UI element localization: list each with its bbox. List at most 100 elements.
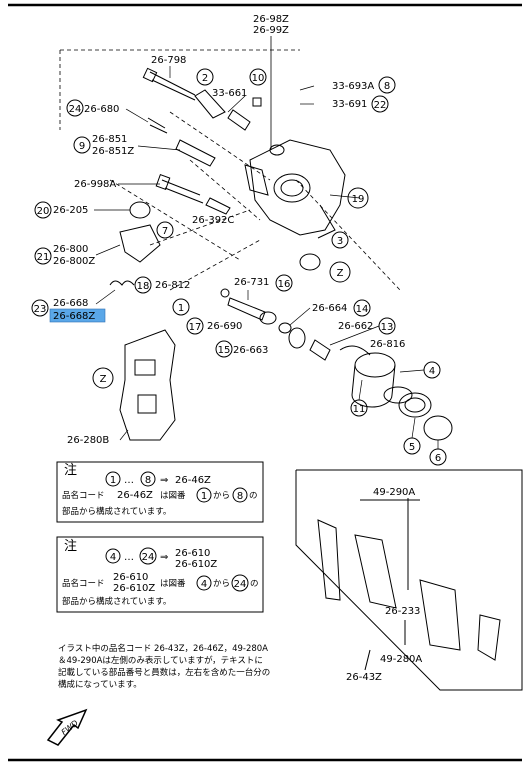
label-26-851: 26-851 bbox=[92, 134, 127, 145]
label-33-691: 33-691 bbox=[332, 99, 367, 110]
assembly-label-1: 26-98Z bbox=[253, 14, 289, 25]
label-26-663: 26-663 bbox=[233, 345, 268, 356]
callout-14: 14 bbox=[356, 304, 369, 315]
callout-circles bbox=[31, 68, 447, 466]
note1-range-from: 1 bbox=[110, 475, 116, 486]
caliper-body bbox=[244, 139, 346, 239]
footnote-line-2: ＆49-290Aは左側のみ表示していますが，テキストに bbox=[58, 655, 263, 666]
note1-line2c: から bbox=[213, 491, 230, 501]
label-26-668Z-highlight bbox=[49, 308, 106, 323]
note1-ref-to: 8 bbox=[237, 491, 243, 502]
callout-7: 7 bbox=[162, 226, 168, 237]
callout-15: 15 bbox=[218, 345, 231, 356]
callout-8: 8 bbox=[384, 81, 390, 92]
dashed-guides bbox=[59, 49, 401, 291]
note1-result: 26-46Z bbox=[175, 475, 211, 486]
label-26-998A: 26-998A bbox=[74, 179, 116, 190]
callout-16: 16 bbox=[278, 279, 291, 290]
label-26-43Z: 26-43Z bbox=[346, 672, 382, 683]
note2-line2-code1: 26-610 bbox=[113, 572, 148, 583]
callout-leaders bbox=[329, 325, 439, 449]
callout-3: 3 bbox=[337, 236, 343, 247]
callout-17: 17 bbox=[189, 322, 202, 333]
note1-arrow: ⇒ bbox=[160, 475, 168, 486]
note2-line3: 部品から構成されています。 bbox=[62, 596, 171, 607]
label-26-800Z: 26-800Z bbox=[53, 256, 95, 267]
label-26-662: 26-662 bbox=[338, 321, 373, 332]
callout-24: 24 bbox=[69, 104, 82, 115]
note2-result1: 26-610 bbox=[175, 548, 210, 559]
small-parts bbox=[109, 67, 371, 361]
label-26-668Z: 26-668Z bbox=[53, 311, 95, 322]
label-26-668: 26-668 bbox=[53, 298, 88, 309]
note2-range-to: 24 bbox=[142, 552, 155, 563]
label-26-664: 26-664 bbox=[312, 303, 347, 314]
note2-range-from: 4 bbox=[110, 552, 116, 563]
note2-line2a: 品名コード bbox=[62, 578, 105, 589]
note2-ref-to: 24 bbox=[234, 579, 247, 590]
note2-title: 注 bbox=[64, 539, 77, 554]
callout-13: 13 bbox=[381, 322, 394, 333]
label-49-290A: 49-290A bbox=[373, 487, 415, 498]
label-26-812: 26-812 bbox=[155, 280, 190, 291]
callout-20: 20 bbox=[37, 206, 50, 217]
label-26-680: 26-680 bbox=[84, 104, 119, 115]
note1-line3: 部品から構成されています。 bbox=[62, 506, 171, 517]
note1-range-sep: … bbox=[124, 475, 134, 486]
label-26-392C: 26-392C bbox=[192, 215, 234, 226]
footnote-line-4: 構成になっています。 bbox=[58, 679, 142, 690]
note1-line2d: の bbox=[249, 491, 258, 501]
note1-line2a: 品名コード bbox=[62, 490, 105, 501]
callout-6: 6 bbox=[435, 453, 441, 464]
label-33-693A: 33-693A bbox=[332, 81, 374, 92]
callout-9: 9 bbox=[79, 141, 85, 152]
label-26-816: 26-816 bbox=[370, 339, 405, 350]
callout-18: 18 bbox=[137, 281, 150, 292]
callout-4: 4 bbox=[429, 366, 435, 377]
note1-range-to: 8 bbox=[145, 475, 151, 486]
fwd-label: FWD bbox=[60, 718, 80, 737]
assembly-label-2: 26-99Z bbox=[253, 25, 289, 36]
note2-line2-code2: 26-610Z bbox=[113, 583, 155, 594]
callout-numbers: 2 10 8 22 24 9 20 7 21 18 23 1 17 15 16 … bbox=[34, 73, 442, 464]
leader-lines bbox=[94, 66, 361, 441]
label-26-233: 26-233 bbox=[385, 606, 420, 617]
callout-5: 5 bbox=[409, 442, 415, 453]
label-26-800: 26-800 bbox=[53, 244, 88, 255]
callout-z-2: Z bbox=[100, 374, 107, 385]
caliper-bracket bbox=[119, 329, 176, 441]
label-26-731: 26-731 bbox=[234, 277, 269, 288]
callout-10: 10 bbox=[252, 73, 265, 84]
note2-result2: 26-610Z bbox=[175, 559, 217, 570]
note2-range-sep: … bbox=[124, 552, 134, 563]
note1-title: 注 bbox=[64, 463, 77, 478]
callout-21: 21 bbox=[37, 252, 50, 263]
callout-1: 1 bbox=[178, 303, 184, 314]
label-26-280B: 26-280B bbox=[67, 435, 109, 446]
footnote-line-3: 記載している部品番号と員数は，左右を含めた一台分の bbox=[58, 667, 270, 678]
note1-line2-code: 26-46Z bbox=[117, 490, 153, 501]
fwd-arrow-icon: FWD bbox=[46, 708, 88, 746]
label-26-205: 26-205 bbox=[53, 205, 88, 216]
callout-22: 22 bbox=[374, 100, 387, 111]
pad-kit-panel: 49-290A 26-233 49-280A 26-43Z bbox=[295, 469, 523, 691]
part-labels: 26-798 26-680 26-851 26-851Z 26-998A 26-… bbox=[49, 55, 405, 446]
callout-11: 11 bbox=[353, 404, 366, 415]
label-26-690: 26-690 bbox=[207, 321, 242, 332]
piston-assembly bbox=[351, 352, 453, 441]
label-33-661: 33-661 bbox=[212, 88, 247, 99]
callout-2: 2 bbox=[202, 73, 208, 84]
note2-arrow: ⇒ bbox=[160, 552, 168, 563]
note2-line2b: は図番 bbox=[160, 578, 186, 589]
note1-line2b: は図番 bbox=[160, 490, 186, 501]
label-49-280A: 49-280A bbox=[380, 654, 422, 665]
note2-line2d: の bbox=[250, 579, 259, 589]
note-box-1: 注 1 … 8 ⇒ 26-46Z 品名コード 26-46Z は図番 1 から 8… bbox=[56, 461, 264, 523]
note-box-2: 注 4 … 24 ⇒ 26-610 26-610Z 品名コード 26-610 2… bbox=[56, 536, 264, 613]
footnote: イラスト中の品名コード 26-43Z，26-46Z，49-280A ＆49-29… bbox=[58, 643, 270, 690]
note2-ref-from: 4 bbox=[201, 579, 207, 590]
label-26-851Z: 26-851Z bbox=[92, 146, 134, 157]
note2-line2c: から bbox=[213, 579, 230, 589]
note1-ref-from: 1 bbox=[201, 491, 207, 502]
